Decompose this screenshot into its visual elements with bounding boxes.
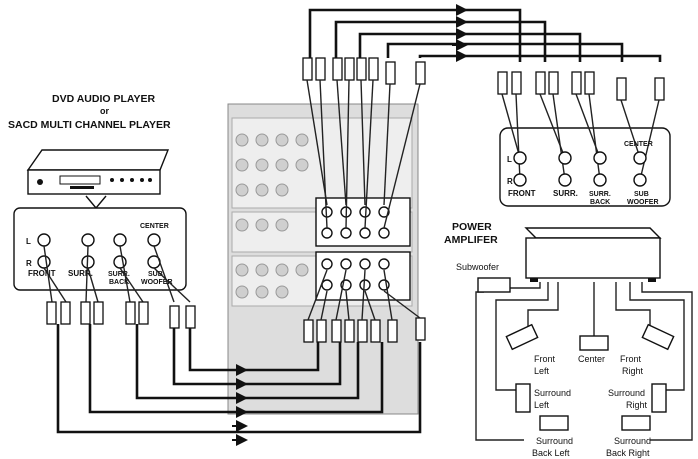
dvd-jack-l-label: L (26, 237, 31, 246)
amp-center-label: CENTER (624, 141, 653, 148)
amp-sub-label-2: WOOFER (627, 199, 659, 206)
center-speaker (579, 335, 609, 351)
dvd-front-label: FRONT (28, 269, 56, 278)
dvd-center-label: CENTER (140, 223, 169, 230)
receiver-output-jacks (315, 197, 411, 247)
surround-back-right-label-1: Surround (614, 436, 651, 446)
dvd-output-panel: L R FRONT SURR. SURR. BACK CENTER SUB WO… (13, 207, 187, 291)
power-amplifier: POWER AMPLIFER (444, 221, 662, 282)
surround-back-left-label-1: Surround (536, 436, 573, 446)
dvd-sub-label-1: SUB (148, 271, 163, 278)
front-right-speaker (641, 323, 675, 351)
surround-right-label-1: Surround (608, 388, 645, 398)
dvd-surr-back-label-2: BACK (109, 279, 129, 286)
surround-back-right-label-2: Back Right (606, 448, 650, 458)
front-left-label-1: Front (534, 354, 556, 364)
center-label: Center (578, 354, 605, 364)
amp-sub-label-1: SUB (634, 191, 649, 198)
speakers: Subwoofer Front Left Center Front Right … (456, 262, 675, 458)
power-amp-title-1: POWER (452, 221, 492, 233)
front-left-speaker (505, 323, 539, 351)
dvd-title-line3: SACD MULTI CHANNEL PLAYER (8, 119, 171, 131)
dvd-jack-r-label: R (26, 259, 32, 268)
subwoofer-speaker (477, 277, 511, 293)
surround-left-label-1: Surround (534, 388, 571, 398)
power-amp-title-2: AMPLIFER (444, 234, 498, 246)
dvd-surr-label: SURR. (68, 269, 93, 278)
dvd-player: DVD AUDIO PLAYER or SACD MULTI CHANNEL P… (8, 93, 171, 210)
surround-back-right-speaker (621, 415, 651, 431)
front-right-label-2: Right (622, 366, 644, 376)
surround-back-left-label-2: Back Left (532, 448, 570, 458)
amp-surr-back-label-1: SURR. (589, 191, 611, 198)
front-left-label-2: Left (534, 366, 550, 376)
surround-right-label-2: Right (626, 400, 648, 410)
surround-right-speaker (651, 383, 667, 413)
dvd-title-line1: DVD AUDIO PLAYER (52, 93, 155, 105)
bottom-cables (43, 245, 426, 446)
surround-left-label-2: Left (534, 400, 550, 410)
amp-surr-back-label-2: BACK (590, 199, 610, 206)
amp-jack-r-label: R (507, 177, 513, 186)
dvd-surr-back-label-1: SURR. (108, 271, 130, 278)
amp-surr-label: SURR. (553, 189, 578, 198)
surround-back-left-speaker (539, 415, 569, 431)
speaker-wiring (475, 282, 693, 441)
amplifier-input-panel: L R FRONT SURR. SURR. BACK CENTER SUB WO… (499, 93, 671, 207)
surround-left-speaker (515, 383, 531, 413)
front-right-label-1: Front (620, 354, 642, 364)
amp-jack-l-label: L (507, 155, 512, 164)
dvd-sub-label-2: WOOFER (141, 279, 173, 286)
subwoofer-label: Subwoofer (456, 262, 499, 272)
dvd-title-line2: or (100, 106, 109, 116)
amp-front-label: FRONT (508, 189, 536, 198)
